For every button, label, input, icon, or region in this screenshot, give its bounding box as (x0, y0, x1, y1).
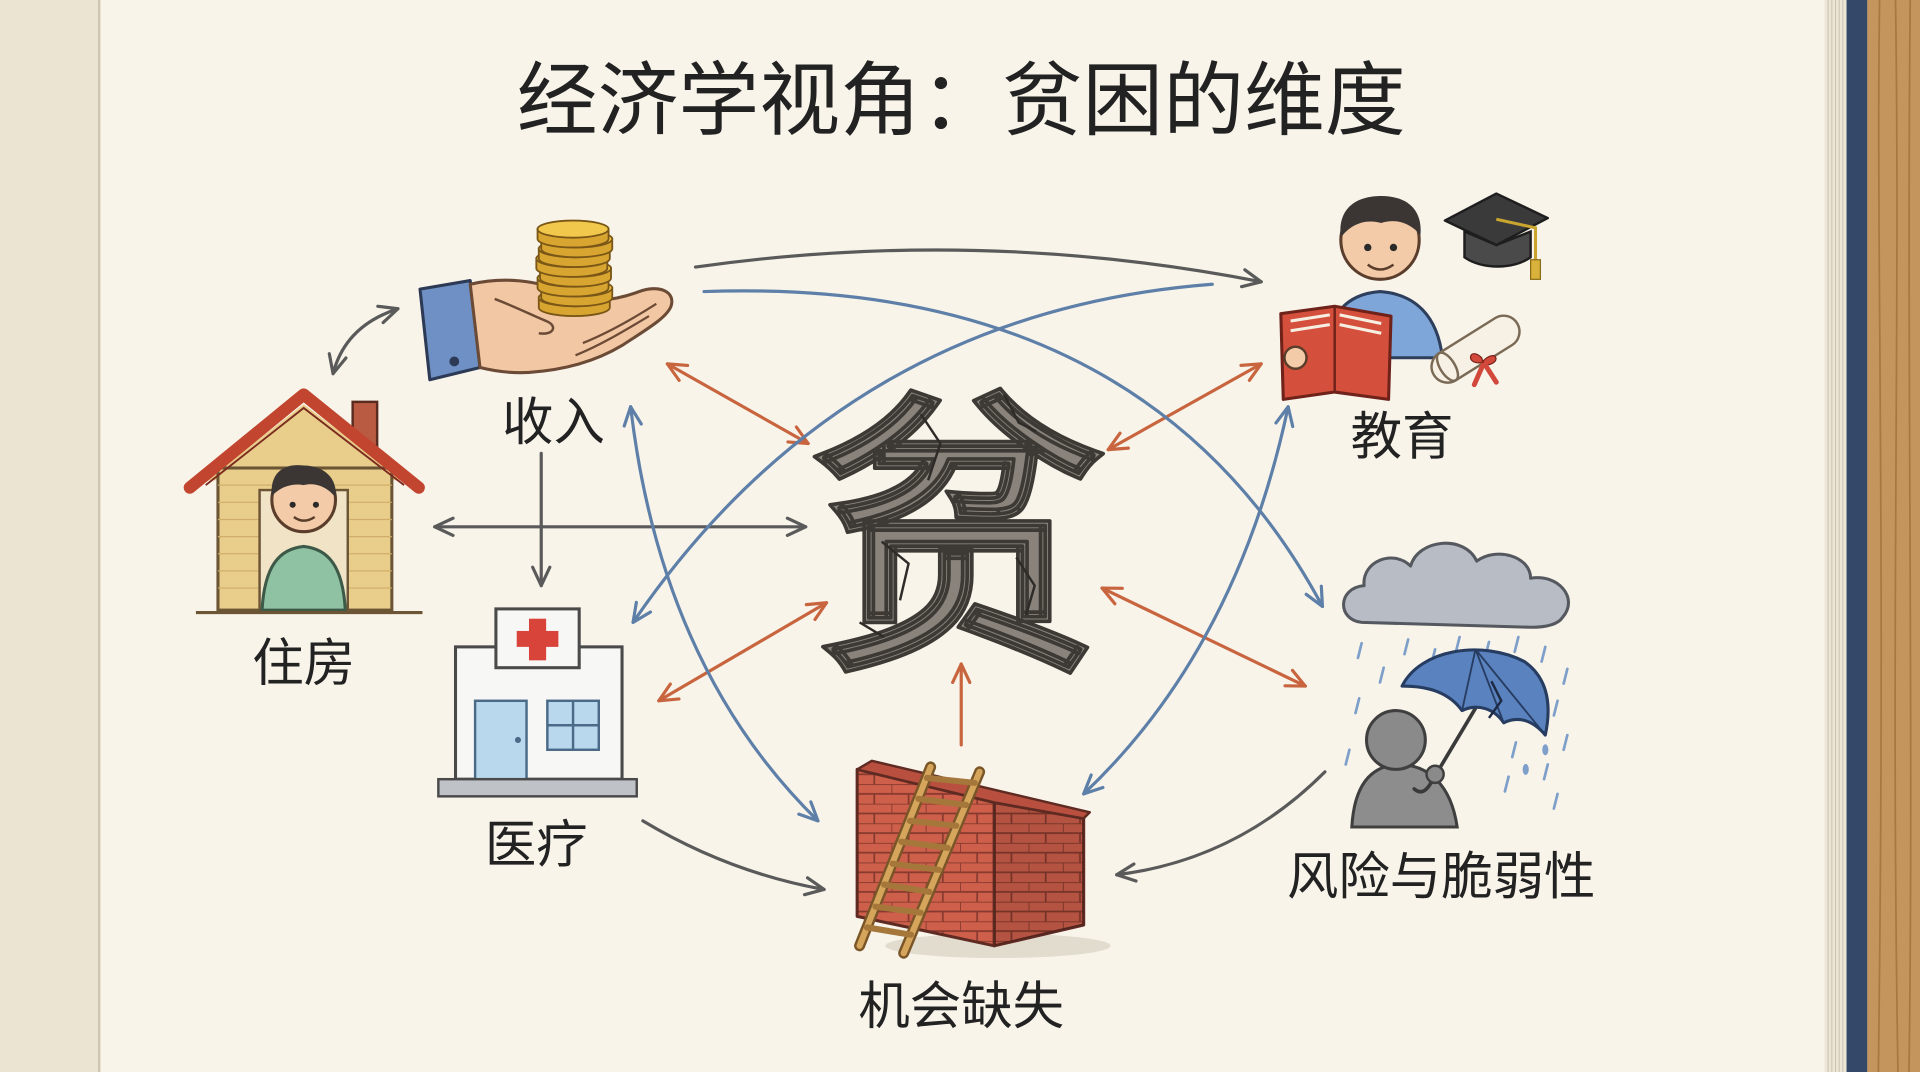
node-label-income: 收入 (502, 393, 605, 453)
diploma-scroll-icon (1430, 314, 1521, 388)
brick-wall-with-ladder-icon (854, 759, 1111, 959)
node-risk: 风险与脆弱性 (1287, 541, 1596, 907)
arrow-education-opportunity (1082, 405, 1295, 796)
arrow-risk-opportunity (1115, 770, 1327, 883)
student-with-book-and-graduation-cap-icon (1279, 192, 1549, 401)
node-label-healthcare: 医疗 (485, 815, 588, 875)
hand-with-coins-icon (418, 219, 674, 382)
book-cover-edge (1846, 0, 1868, 1072)
person-with-broken-umbrella-in-rain-icon (1342, 541, 1570, 829)
arrow-housing-income (327, 304, 400, 376)
arrow-income-education (693, 248, 1263, 289)
node-label-risk: 风险与脆弱性 (1287, 847, 1596, 907)
node-education: 教育 (1279, 192, 1549, 468)
node-income: 收入 (418, 219, 674, 453)
arrow-healthcare-opportunity (641, 819, 826, 897)
node-opportunity: 机会缺失 (854, 759, 1111, 1037)
node-housing: 住房 (183, 388, 425, 694)
ladder-icon (854, 761, 986, 959)
node-healthcare: 医疗 (437, 607, 638, 876)
node-label-housing: 住房 (252, 634, 355, 694)
connection-arrows (327, 248, 1327, 897)
house-with-person-icon (183, 388, 425, 615)
wooden-table-edge (1867, 0, 1920, 1072)
rain-cloud-icon (1342, 541, 1570, 810)
poverty-center: 贫 (809, 368, 1107, 714)
poverty-center-character: 贫 (811, 370, 1105, 712)
hospital-icon (437, 607, 638, 798)
node-label-education: 教育 (1351, 408, 1454, 468)
crack-lines (858, 393, 1037, 639)
broken-umbrella-icon (1400, 648, 1550, 794)
node-label-opportunity: 机会缺失 (858, 977, 1064, 1037)
graduation-cap-icon (1443, 192, 1549, 280)
arrow-income-opportunity (622, 405, 820, 823)
page-title: 经济学视角：贫困的维度 (517, 55, 1406, 149)
